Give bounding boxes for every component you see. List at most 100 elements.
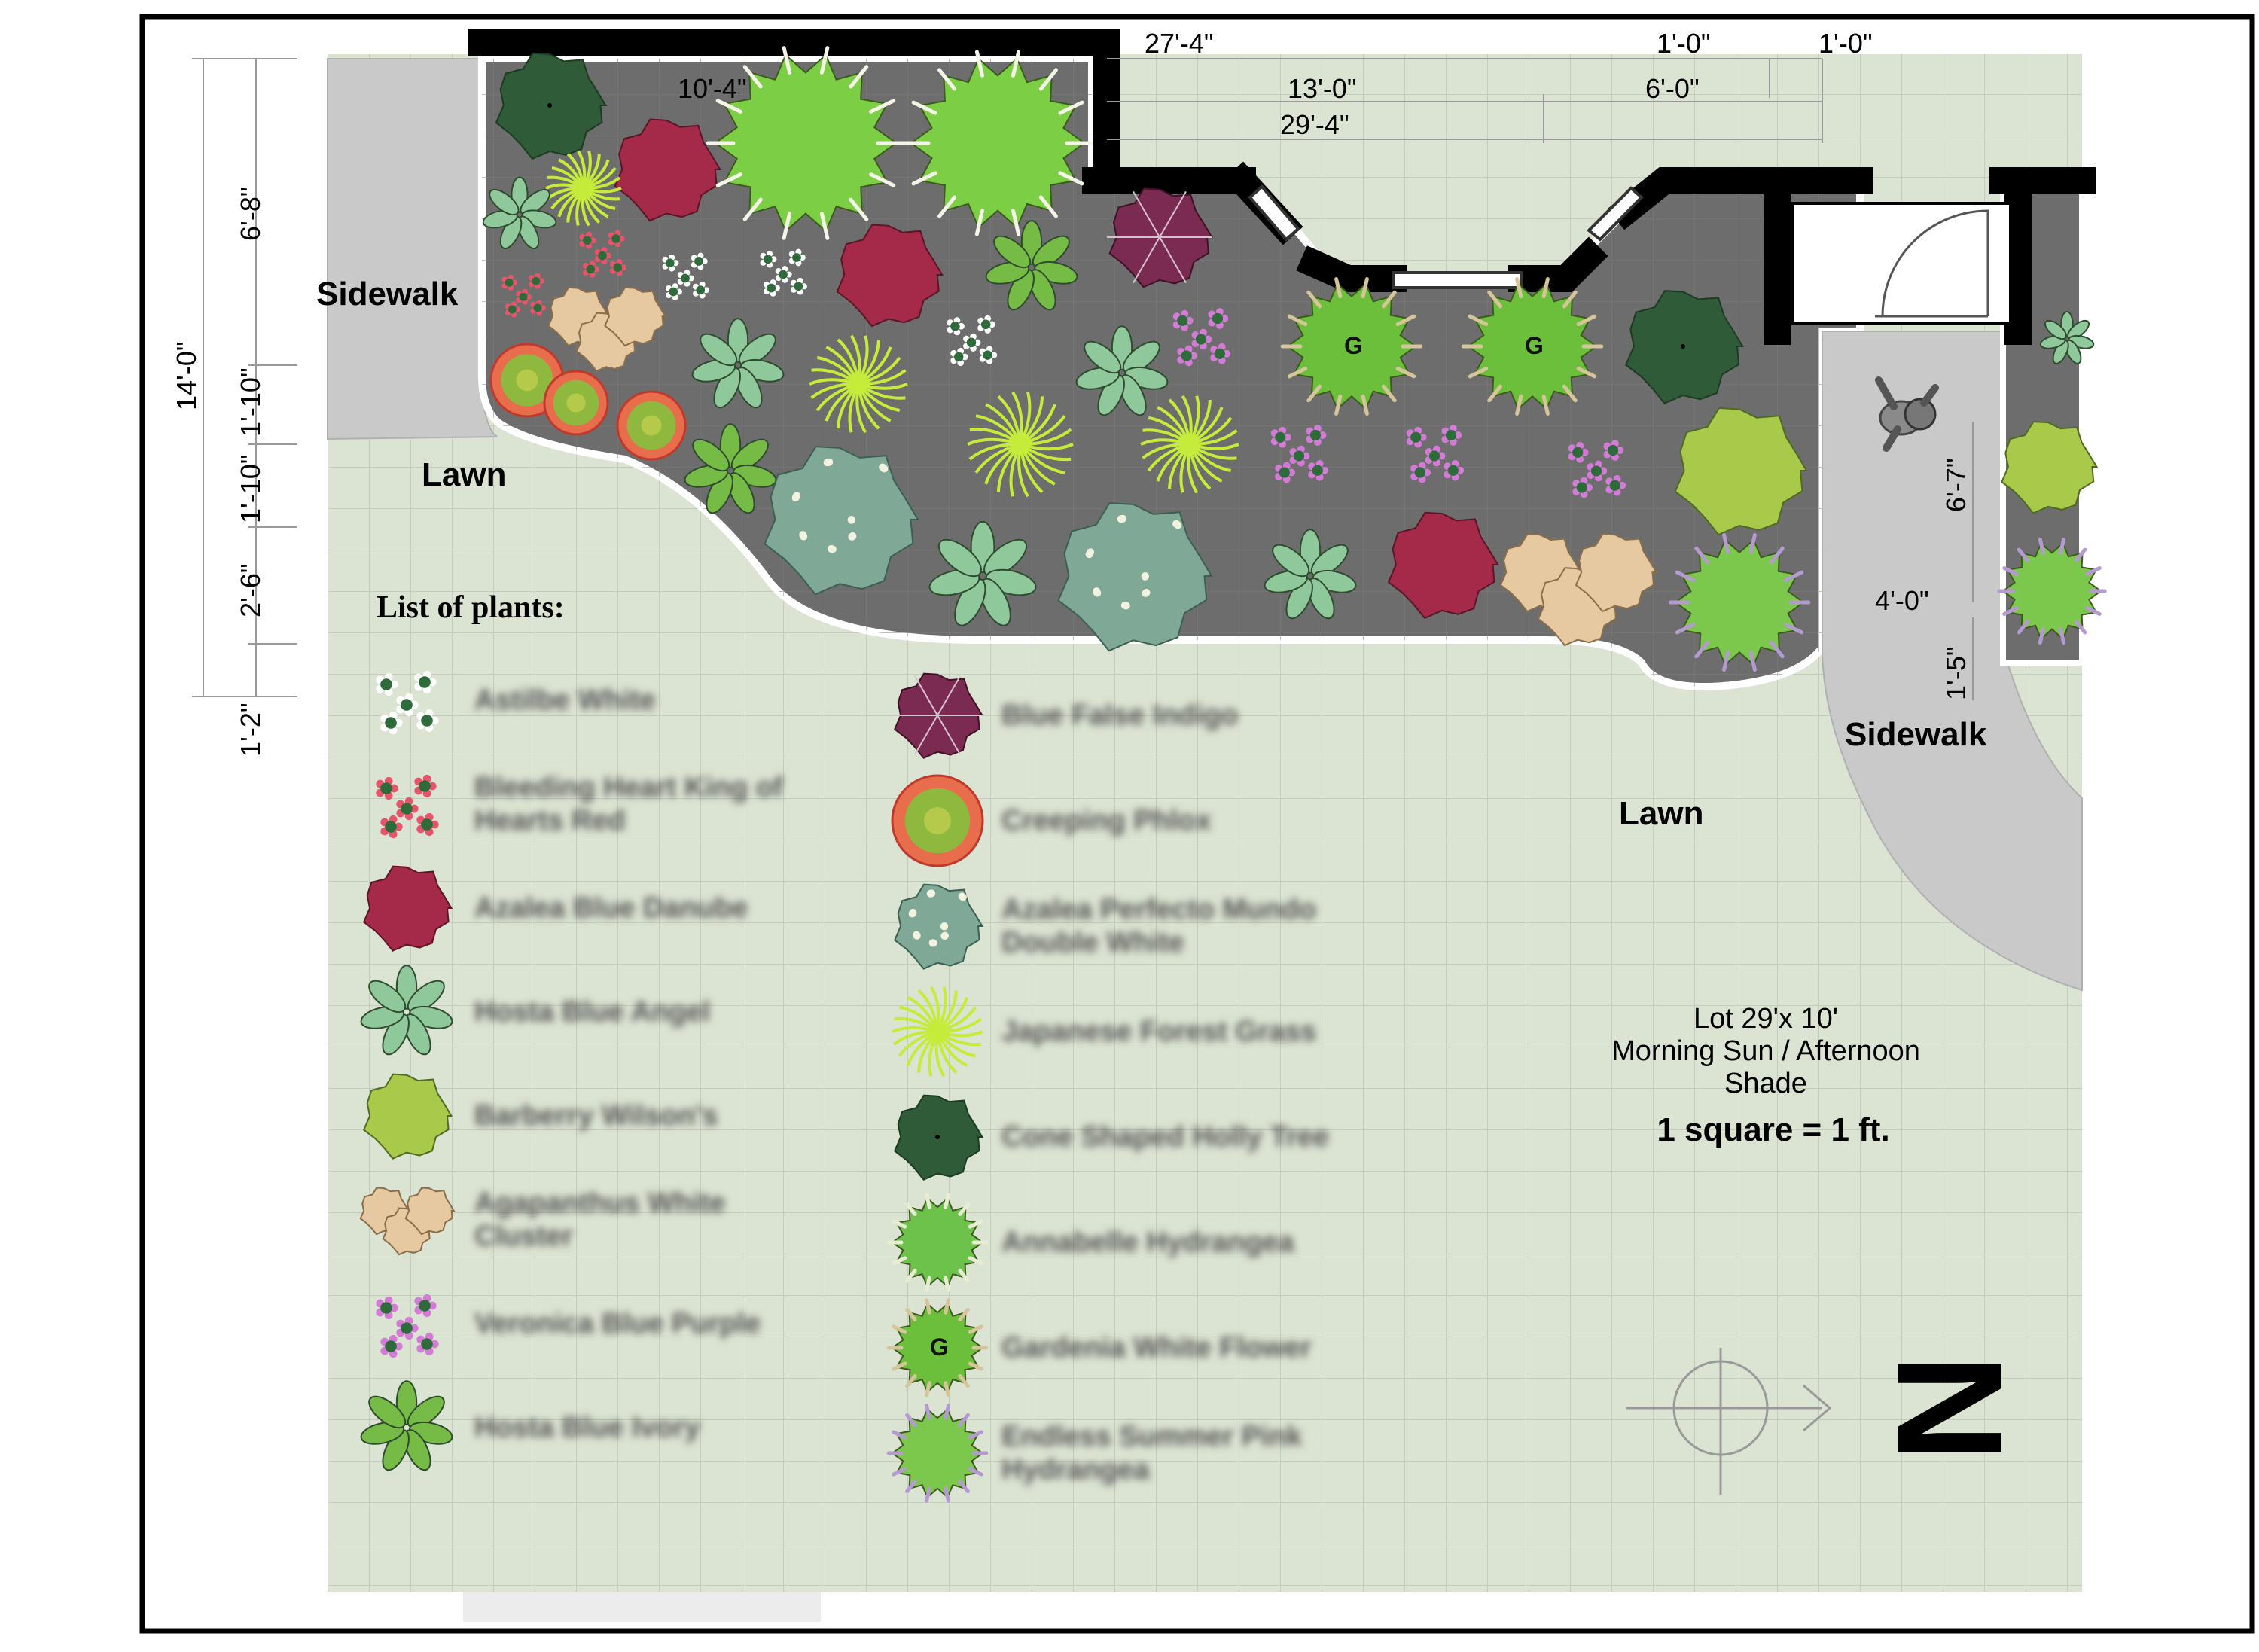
dim-10-4: 10'-4" (678, 73, 747, 104)
legend-label: Azalea Perfecto Mundo (1001, 894, 1316, 925)
legend-item: Hosta Blue Ivory (360, 1380, 700, 1471)
plant-symbol (1997, 538, 2107, 645)
lawn-right-label: Lawn (1619, 795, 1703, 832)
legend-label: Endless Summer Pink (1001, 1421, 1303, 1452)
plant-symbol (947, 315, 998, 367)
legend-label: Blue False Indigo (1001, 700, 1239, 731)
plant-symbol (579, 230, 626, 278)
legend-label: Barberry Wilson's (474, 1100, 718, 1132)
area-labels: Sidewalk Lawn Sidewalk Lawn (316, 276, 1987, 832)
shade-text: Shade (1724, 1068, 1807, 1099)
north-label: N (1865, 1354, 2033, 1462)
dim-1-2: 1'-2" (235, 703, 266, 757)
plant-symbol (1387, 511, 1500, 620)
barberry-icon (362, 1073, 453, 1160)
legend-label: Veronica Blue Purple (474, 1308, 761, 1340)
legend-item: Japanese Forest Grass (892, 986, 1316, 1077)
legend-item: Veronica Blue Purple (376, 1294, 761, 1358)
legend-label: Azalea Blue Danube (474, 892, 748, 924)
sidewalk-right-label: Sidewalk (1845, 716, 1987, 753)
veronica-icon (376, 1294, 439, 1358)
dim-13-0: 13'-0" (1288, 73, 1357, 104)
dim-14-0: 14'-0" (171, 341, 202, 410)
dim-1-10-b: 1'-10" (235, 454, 266, 523)
plant-symbol (967, 391, 1074, 498)
sidewalk-left-label: Sidewalk (316, 276, 459, 312)
plant-symbol (928, 520, 1037, 626)
plant-symbol (1406, 425, 1465, 483)
plant-symbol (1499, 533, 1658, 647)
plant-list-title: List of plants: (376, 590, 565, 625)
dimension-labels: 27'-4" 1'-0" 1'-0" 10'-4" 13'-0" 6'-0" 2… (171, 28, 1971, 757)
plant-symbol (1568, 440, 1626, 498)
house-walls (468, 29, 2096, 345)
legend-item: Cone Shaped Holly Tree (893, 1094, 1329, 1181)
dim-1-0-a: 1'-0" (1657, 28, 1711, 59)
plant-symbol (1057, 502, 1213, 652)
legend-label: Hosta Blue Angel (474, 996, 710, 1028)
legend-item: Annabelle Hydrangea (886, 1193, 1294, 1292)
forest-grass-icon (892, 986, 983, 1077)
plant-symbol (662, 252, 709, 300)
plant-symbol (1668, 533, 1811, 672)
plant-symbol (1624, 290, 1744, 404)
legend-label: Double White (1001, 927, 1184, 959)
legend-label: Cone Shaped Holly Tree (1001, 1121, 1329, 1153)
plant-symbol (706, 46, 906, 240)
plant-symbol: G (1461, 277, 1604, 416)
lot-size-text: Lot 29'x 10' (1693, 1003, 1838, 1035)
sun-exposure-text: Morning Sun / Afternoon (1611, 1035, 1920, 1067)
porch-door (1791, 202, 2012, 325)
lawn-left-label: Lawn (422, 456, 506, 493)
legend-item: Azalea Blue Danube (362, 865, 748, 952)
legend-label: Hearts Red (474, 805, 626, 837)
plant-symbol (809, 334, 908, 434)
gardenia-icon: G (886, 1298, 989, 1397)
dim-6-7: 6'-7" (1940, 458, 1971, 512)
plant-symbol (2039, 310, 2095, 364)
legend-label: Japanese Forest Grass (1001, 1016, 1316, 1047)
hosta-ivory-icon (360, 1380, 453, 1471)
dim-6-8: 6'-8" (235, 187, 266, 241)
scale-note: 1 square = 1 ft. (1657, 1111, 1889, 1148)
dim-1-0-b: 1'-0" (1818, 28, 1873, 59)
bay-windows (1248, 184, 1644, 289)
north-arrow: N (1626, 1348, 2033, 1495)
bleeding-heart-icon (376, 774, 439, 839)
bottom-fade-bar (463, 1592, 821, 1622)
plant-symbol (684, 423, 777, 514)
plant-symbol (545, 150, 622, 227)
pink-hydrangea-icon (886, 1404, 989, 1503)
plant-symbol: G (1280, 277, 1423, 416)
plant-symbol (691, 318, 785, 409)
plant-symbol (1172, 308, 1231, 367)
legend-item: Astilbe White (376, 670, 656, 735)
plant-symbol (2001, 420, 2099, 514)
false-indigo-icon (892, 672, 984, 759)
legend-item: Hosta Blue Angel (360, 965, 710, 1056)
legend-label: Cluster (474, 1221, 573, 1252)
left-sidewalk (327, 58, 500, 440)
svg-text:G: G (1344, 332, 1363, 359)
plant-symbol (902, 50, 1093, 236)
plant-symbol (482, 176, 557, 250)
plant-symbol (760, 248, 807, 297)
dim-1-5: 1'-5" (1940, 646, 1971, 700)
plant-symbol (547, 286, 667, 372)
dim-6-0: 6'-0" (1645, 73, 1700, 104)
dim-29-4: 29'-4" (1280, 109, 1349, 140)
dim-27-4: 27'-4" (1145, 28, 1214, 59)
plant-symbol (616, 390, 687, 461)
plant-symbol (495, 52, 608, 160)
plant-symbol (1674, 407, 1808, 536)
plant-symbol (1107, 187, 1214, 288)
agapanthus-icon (359, 1187, 456, 1256)
plant-symbol (501, 273, 546, 318)
